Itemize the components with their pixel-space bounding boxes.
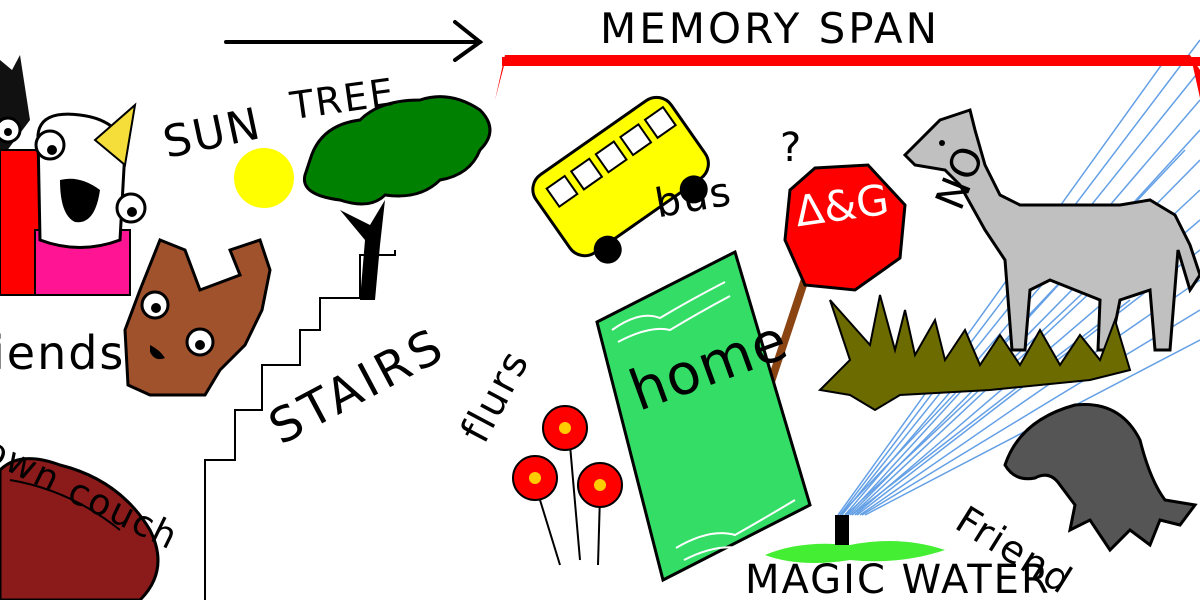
sprinkler-icon — [765, 515, 945, 564]
friend-blob-icon — [1003, 402, 1198, 553]
stairs-icon — [204, 250, 396, 600]
couch-icon — [0, 457, 160, 600]
grass-icon — [817, 294, 1132, 412]
friends-cartoon-icon — [0, 55, 147, 296]
sun-icon — [234, 148, 294, 208]
friends-label: iends — [0, 326, 126, 380]
horse-icon — [902, 108, 1200, 352]
flowers-icon — [512, 405, 623, 566]
home-book-icon — [595, 249, 812, 583]
memory-span-title: MEMORY SPAN — [600, 4, 941, 53]
tree-icon — [302, 95, 492, 300]
magic-water-label: MAGIC WATER — [745, 557, 1051, 600]
dog-icon — [123, 238, 272, 397]
bus-icon — [531, 95, 710, 264]
stop-sign-label: Δ&G — [791, 174, 892, 237]
arrow-right-icon — [224, 20, 484, 62]
question-mark-label: ? — [780, 125, 804, 171]
